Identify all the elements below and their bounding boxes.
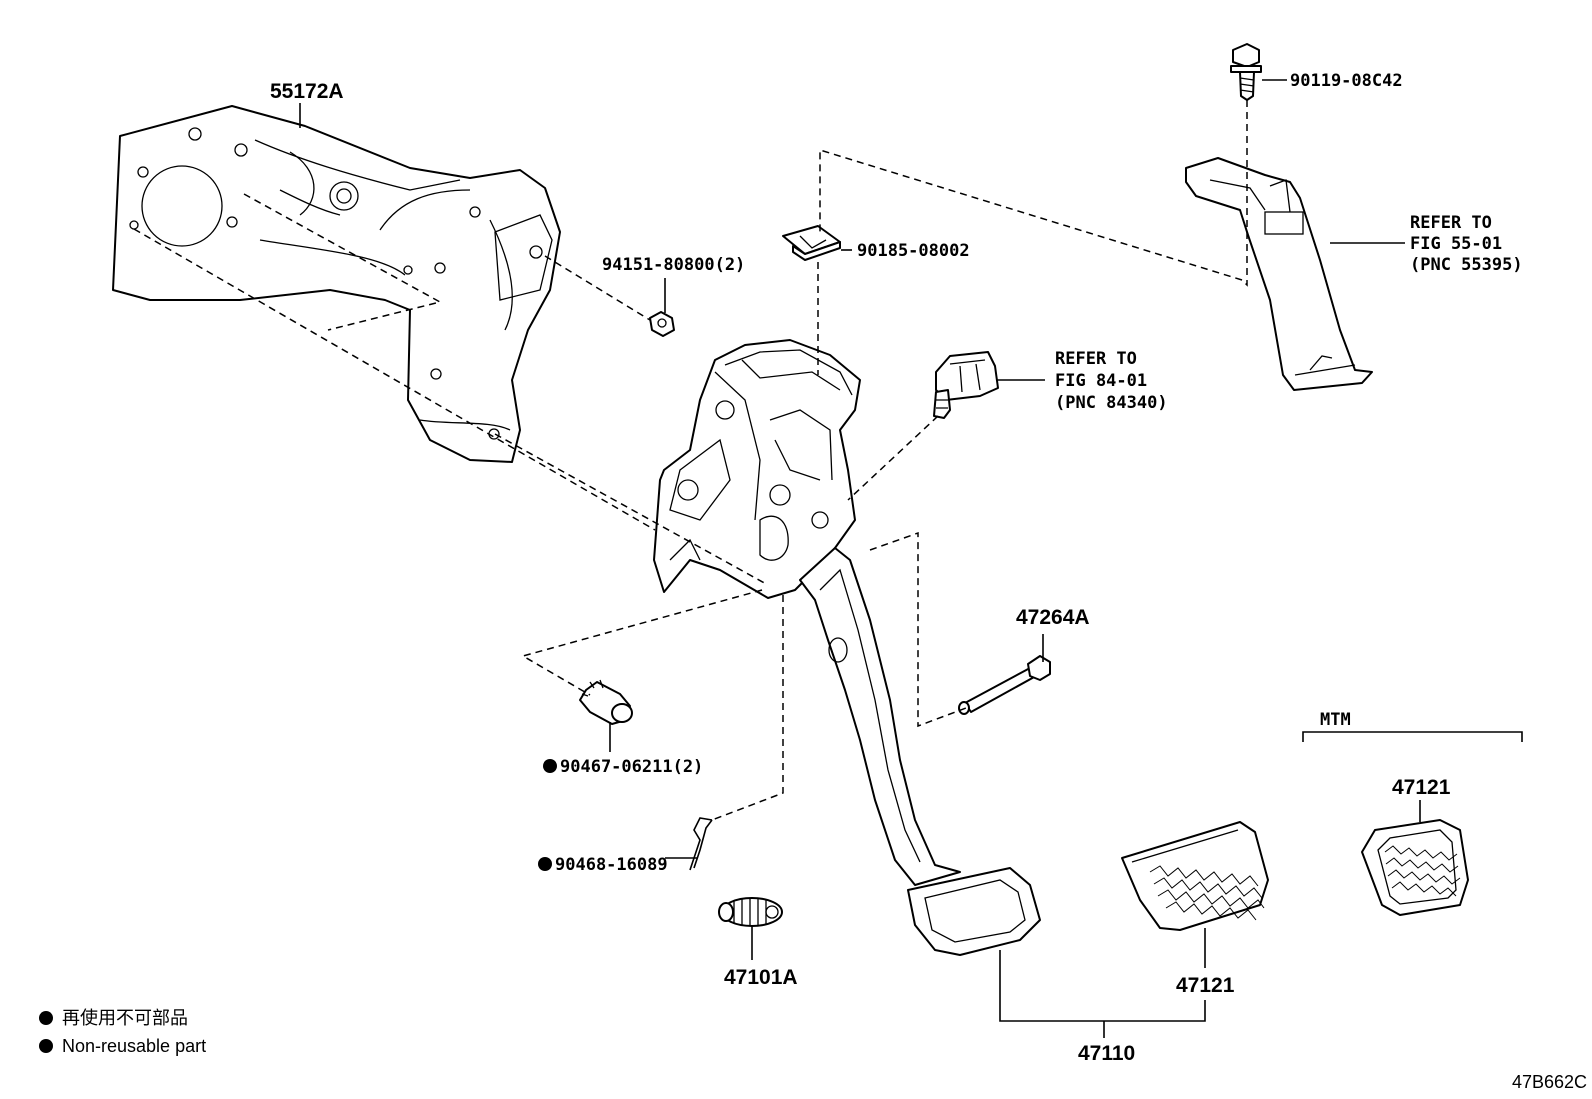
nut-94151-80800 <box>649 311 675 337</box>
label-47121: 47121 <box>1176 974 1235 997</box>
legend-bullet-en <box>39 1039 53 1053</box>
label-refer-fig-1: FIG 55-01 <box>1410 234 1502 254</box>
bolt-90119-08C42 <box>1230 43 1262 101</box>
pin-47264A <box>958 655 1051 715</box>
label-90185-08002: 90185-08002 <box>857 241 970 261</box>
label-refer-to-2: REFER TO <box>1055 349 1137 369</box>
pedal-pad-47121-mtm <box>1361 819 1469 916</box>
label-90119-08C42: 90119-08C42 <box>1290 71 1403 91</box>
label-mtm: MTM <box>1320 710 1351 730</box>
clip-90468-16089 <box>689 817 713 871</box>
cushion-47101A <box>718 897 783 927</box>
label-90467-06211: 90467-06211(2) <box>560 757 703 777</box>
brake-pedal-assembly <box>653 339 1041 956</box>
legend-text-en: Non-reusable part <box>62 1036 206 1056</box>
label-47110: 47110 <box>1078 1042 1135 1065</box>
legend-bullet-jp <box>39 1011 53 1025</box>
label-94151-80800: 94151-80800(2) <box>602 255 745 275</box>
stop-lamp-switch-84340 <box>933 351 999 419</box>
label-refer-to-1: REFER TO <box>1410 213 1492 233</box>
label-55172A: 55172A <box>270 80 344 103</box>
legend-text-jp: 再使用不可部品 <box>62 1008 188 1028</box>
label-47101A: 47101A <box>724 966 798 989</box>
figure-code: 47B662C <box>1512 1072 1587 1092</box>
alignment-lines <box>133 100 1248 821</box>
leader-lines <box>299 79 1523 1038</box>
non-reusable-marker <box>543 759 557 773</box>
label-refer-fig-2: FIG 84-01 <box>1055 371 1147 391</box>
pedal-bracket-55172A <box>112 105 561 463</box>
bushing-90467-06211 <box>579 679 633 725</box>
label-refer-pnc-2: (PNC 84340) <box>1055 393 1168 413</box>
label-refer-pnc-1: (PNC 55395) <box>1410 255 1523 275</box>
clip-90185-08002 <box>782 225 841 261</box>
pedal-pad-47121 <box>1121 821 1269 931</box>
label-47121-mtm: 47121 <box>1392 776 1451 799</box>
non-reusable-marker <box>538 857 552 871</box>
label-47264A: 47264A <box>1016 606 1090 629</box>
support-bracket-55395 <box>1185 157 1373 391</box>
label-90468-16089: 90468-16089 <box>555 855 668 875</box>
